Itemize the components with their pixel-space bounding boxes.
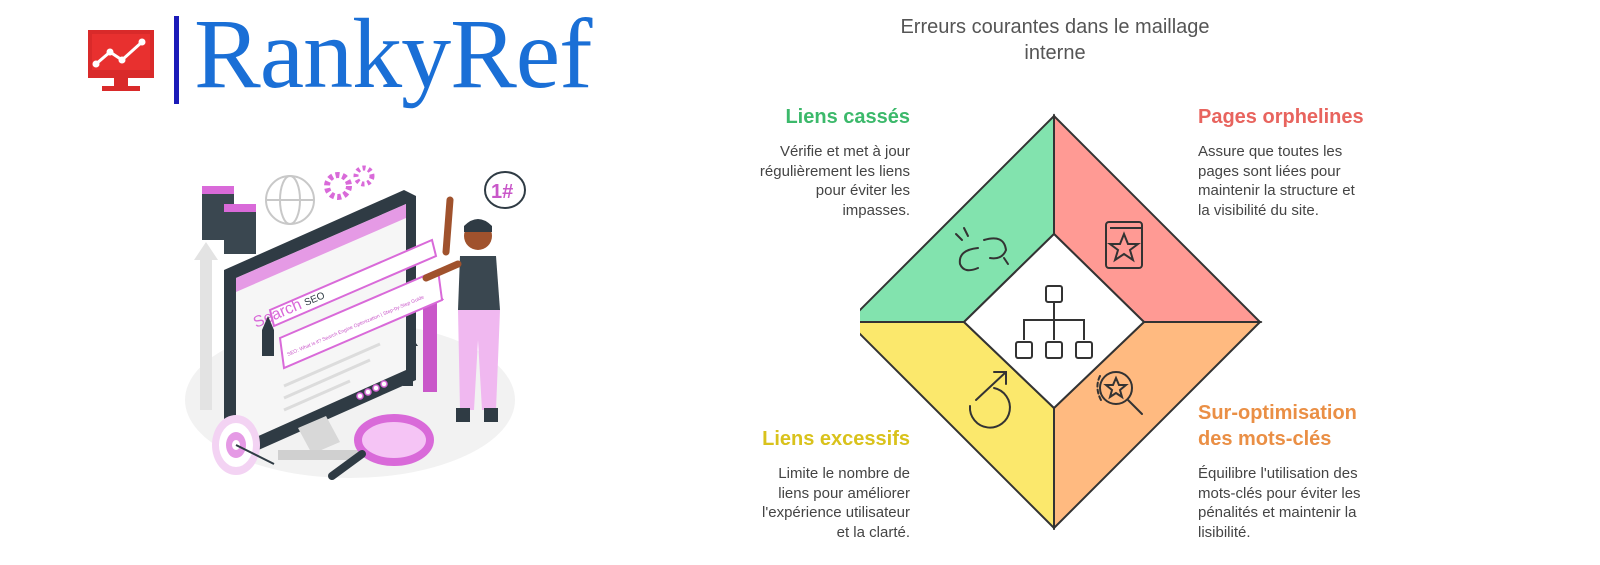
growth-arrow — [194, 242, 218, 410]
heading-liens-excessifs: Liens excessifs — [762, 428, 910, 450]
external-arrow-icon — [968, 371, 1011, 429]
book-star-icon — [1105, 221, 1143, 269]
target-icon — [212, 415, 275, 475]
magnifier-icon — [328, 414, 434, 480]
logo-divider — [174, 16, 179, 104]
diagram-title: Erreurs courantes dans le maillage inter… — [900, 16, 1210, 64]
brand-name: RankyRef — [194, 0, 592, 109]
globe-icon — [265, 175, 315, 225]
analytics-monitor-icon — [88, 30, 154, 91]
rank-bubble — [484, 171, 526, 209]
rocket-icon — [262, 316, 274, 356]
person-figure — [422, 196, 500, 422]
hierarchy-icon — [1015, 285, 1093, 359]
gear-icon — [324, 172, 352, 200]
gear-icon — [353, 165, 375, 187]
heading-liens-casses: Liens cassés — [785, 106, 910, 128]
rank-badge: 1# — [491, 181, 513, 203]
code-window-icon — [202, 186, 256, 254]
diamond-diagram — [860, 113, 1263, 530]
search-star-icon — [1096, 371, 1143, 415]
broken-link-icon — [955, 227, 1009, 272]
seo-illustration: Search SEO SEO: What is it? Search Engin… — [185, 165, 526, 480]
heading-pages-orphelines: Pages orphelines — [1198, 106, 1364, 128]
